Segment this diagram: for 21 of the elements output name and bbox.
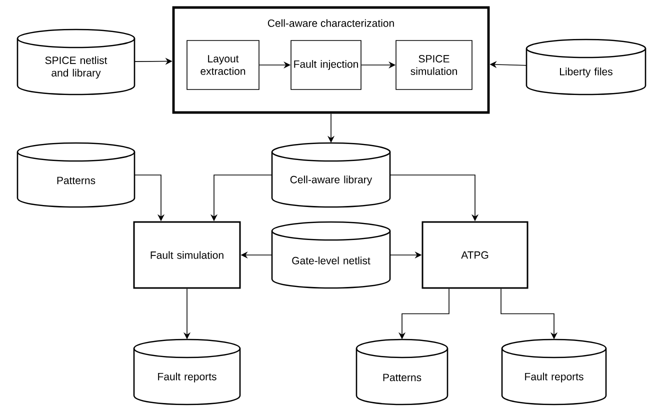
process-box: ATPG	[422, 221, 528, 289]
node-label: Patterns	[383, 374, 422, 382]
node-label: Fault reports	[525, 372, 584, 382]
process-box: SPICE simulation	[396, 40, 472, 90]
database-cylinder: Fault reports	[133, 338, 241, 406]
process-box: Fault simulation	[133, 221, 241, 289]
node-label: Fault reports	[158, 372, 216, 382]
node-label: Gate-level netlist	[292, 256, 370, 264]
process-box: Fault injection	[290, 40, 362, 90]
database-cylinder: SPICE netlist and library	[16, 28, 136, 96]
node-label: Cell-aware library	[290, 176, 372, 186]
database-cylinder: Patterns	[356, 338, 448, 406]
node-label: SPICE netlist and library	[45, 56, 108, 79]
node-label: Liberty files	[560, 68, 612, 78]
database-cylinder: Cell-aware library	[271, 142, 391, 208]
database-cylinder: Fault reports	[501, 338, 607, 406]
database-cylinder: Patterns	[16, 142, 136, 208]
process-box: Layout extraction	[186, 40, 260, 90]
database-cylinder: Liberty files	[526, 38, 646, 96]
node-label: Patterns	[57, 176, 96, 184]
database-cylinder: Gate-level netlist	[271, 221, 391, 289]
